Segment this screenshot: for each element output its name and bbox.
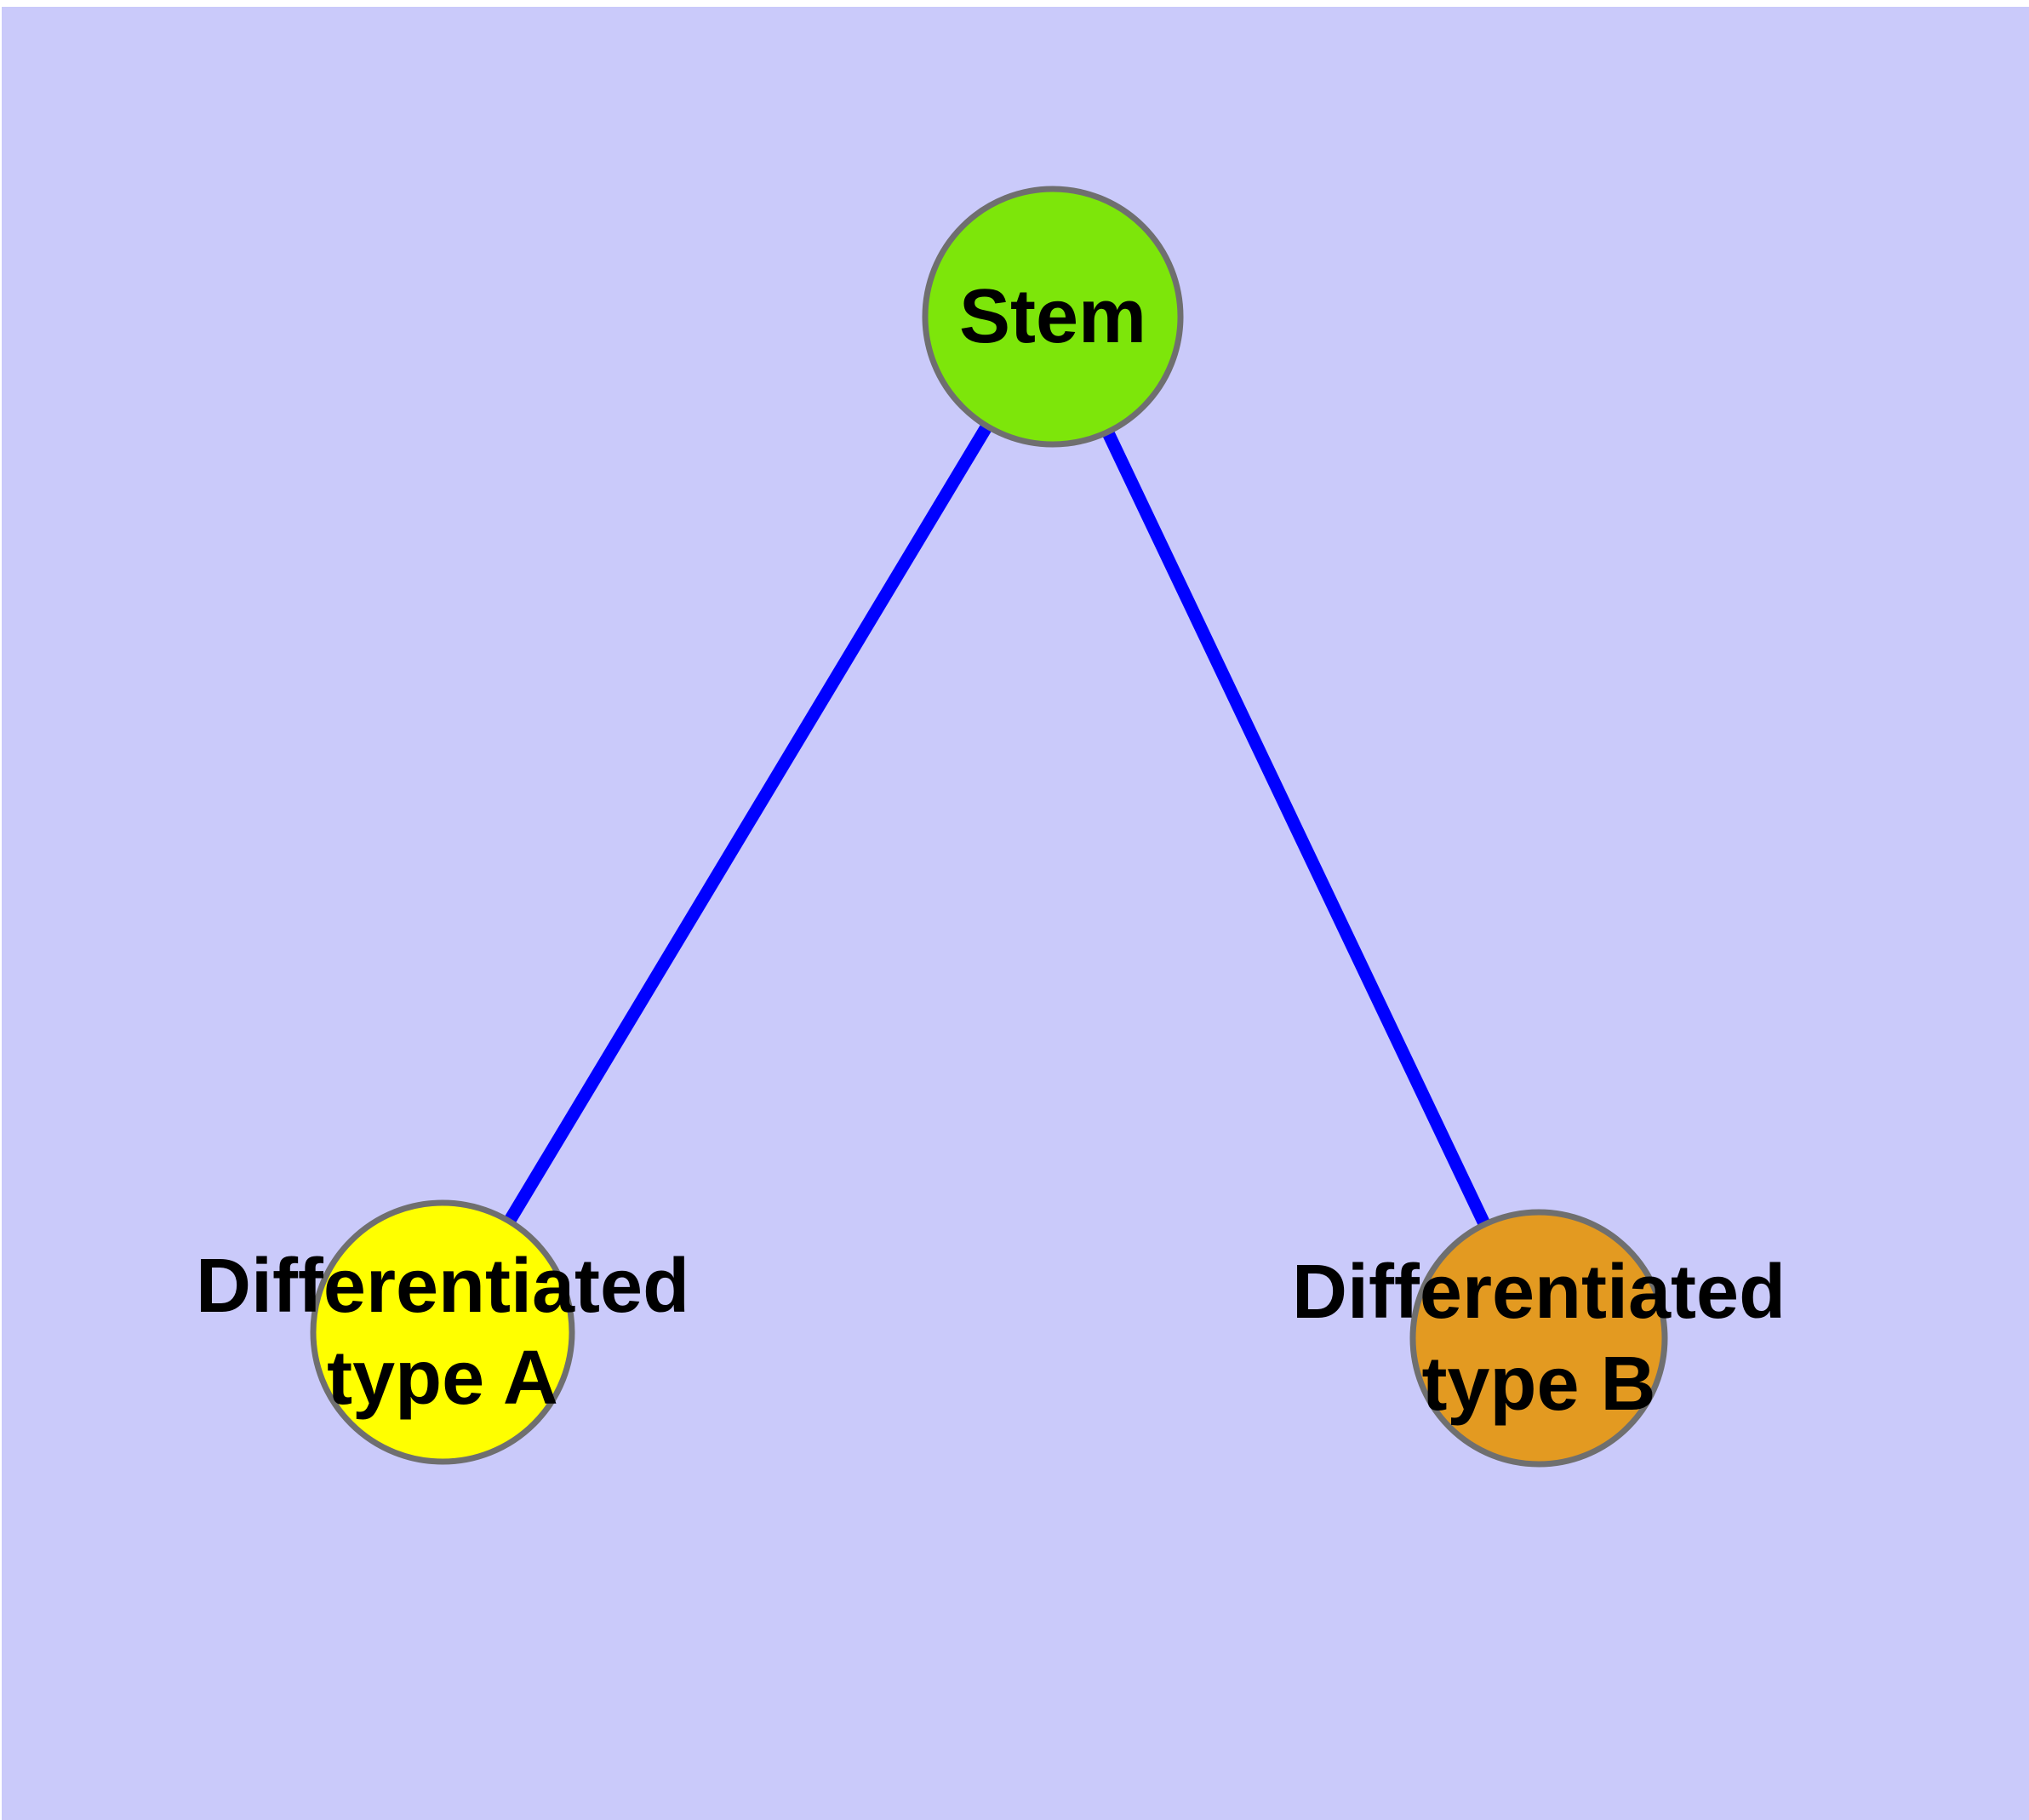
node-stem-circle <box>922 186 1184 448</box>
edge-stem-to-type-a <box>437 313 1059 1336</box>
edge-stem-to-type-b <box>1047 313 1545 1342</box>
node-type-a-circle <box>310 1199 575 1465</box>
node-type-b-circle <box>1409 1209 1668 1468</box>
